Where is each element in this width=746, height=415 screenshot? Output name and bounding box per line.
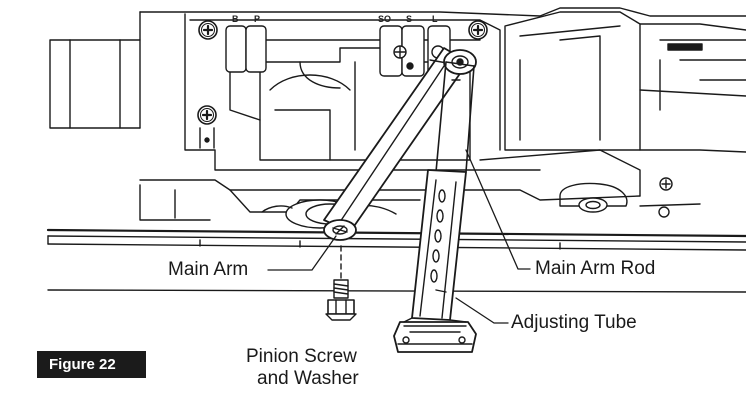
scale-letter-so: SO (378, 14, 391, 24)
callout-main-arm: Main Arm (168, 259, 249, 280)
callout-pinion-screw-line2: and Washer (257, 368, 359, 389)
callout-main-arm-rod: Main Arm Rod (535, 258, 656, 279)
plus-screw-icon (467, 19, 489, 41)
leader-adjusting-tube (455, 297, 509, 324)
scale-letter-b: B (232, 14, 239, 24)
leader-main-arm-rod (465, 149, 531, 270)
main-arm (323, 47, 477, 241)
pinion-screw (325, 245, 357, 321)
mounting-rail (46, 228, 746, 293)
leader-lines (267, 149, 531, 324)
adjusting-tube (393, 169, 477, 353)
figure-label-badge: Figure 22 (37, 351, 146, 378)
scale-letter-s: S (406, 14, 412, 24)
callout-pinion-screw-line1: Pinion Screw (246, 346, 357, 367)
scale-letter-p: P (254, 14, 260, 24)
scale-letter-l: L (432, 14, 438, 24)
plus-screw-icon (196, 104, 218, 126)
plus-screw-icon (197, 19, 219, 41)
scale-letters: B P SO S L (232, 14, 438, 24)
leader-main-arm (267, 235, 337, 271)
callout-adjusting-tube: Adjusting Tube (511, 312, 637, 333)
